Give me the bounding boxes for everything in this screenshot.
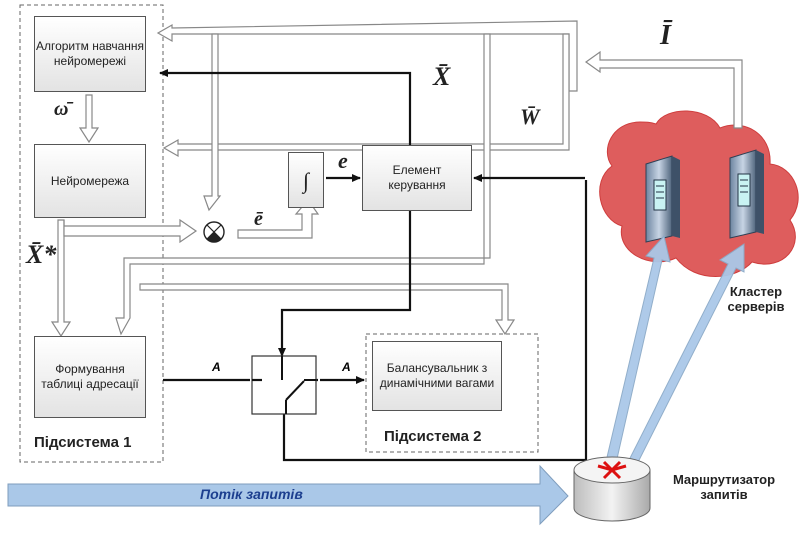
addressing-table-label: Формування таблиці адресації xyxy=(35,362,145,392)
i-bar-label: Ī xyxy=(660,20,671,52)
switch-block xyxy=(252,356,316,414)
server-cluster-label: Кластер серверів xyxy=(714,284,798,314)
router-icon xyxy=(574,457,650,521)
training-algorithm-block: Алгоритм навчання нейромережі xyxy=(34,16,146,92)
server-icon xyxy=(646,156,680,242)
server-icon xyxy=(730,150,764,238)
a-right-label: A xyxy=(342,360,351,374)
e-label: e xyxy=(338,148,348,174)
subsystem-2-label: Підсистема 2 xyxy=(384,428,481,445)
integrator-symbol: ∫ xyxy=(303,173,309,188)
x-star-label: X̄* xyxy=(26,240,56,270)
control-element-label: Елемент керування xyxy=(363,163,471,193)
dynamic-balancer-label: Балансувальник з динамічними вагами xyxy=(373,361,501,391)
e-bar-label: ē xyxy=(254,208,263,231)
omega-label: ω̄ xyxy=(54,98,68,121)
neural-network-label: Нейромережа xyxy=(51,174,129,189)
comparator-symbol xyxy=(204,222,224,242)
router-label: Маршрутизатор запитів xyxy=(656,472,792,502)
control-element-block: Елемент керування xyxy=(362,145,472,211)
dynamic-balancer-block: Балансувальник з динамічними вагами xyxy=(372,341,502,411)
a-left-label: A xyxy=(212,360,221,374)
addressing-table-block: Формування таблиці адресації xyxy=(34,336,146,418)
subsystem-1-label: Підсистема 1 xyxy=(34,434,131,451)
x-bar-label: X̄ xyxy=(433,62,450,92)
training-algorithm-label: Алгоритм навчання нейромережі xyxy=(35,39,145,69)
integrator-block: ∫ xyxy=(288,152,324,208)
request-flow-label: Потік запитів xyxy=(200,486,303,502)
server-cluster-cloud xyxy=(600,111,798,277)
w-bar-label: W̄ xyxy=(520,104,540,130)
neural-network-block: Нейромережа xyxy=(34,144,146,218)
